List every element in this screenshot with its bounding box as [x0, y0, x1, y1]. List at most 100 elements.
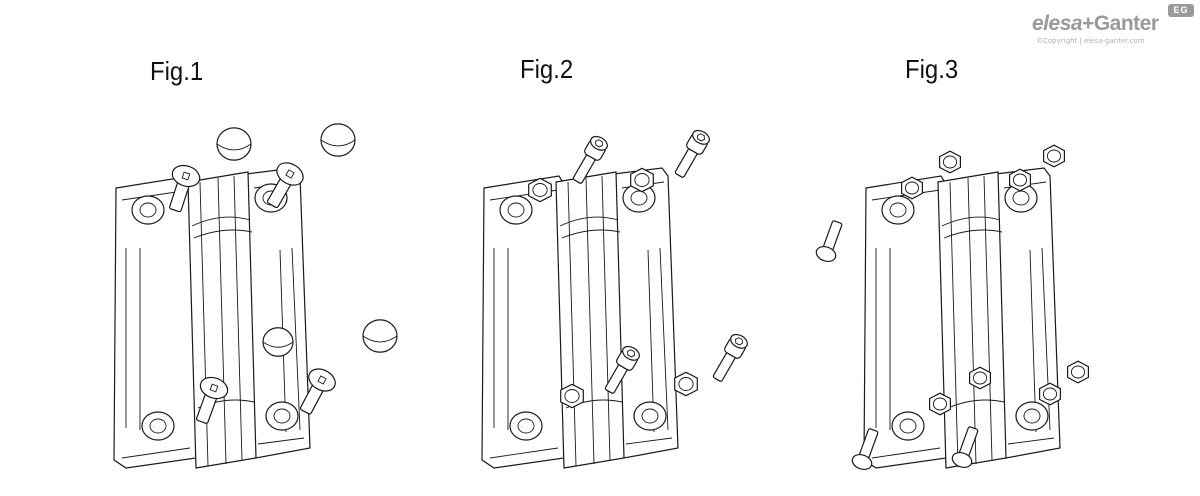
hex-nut-bore [533, 184, 547, 197]
hinge-mounting-boss [892, 412, 924, 440]
screw-head-top [588, 134, 610, 153]
hinge-body [864, 168, 1060, 468]
hex-nut [631, 168, 654, 191]
hex-nut-bore [1043, 388, 1056, 400]
brand-logo: elesa+Ganter EG ©Copyright | elesa-gante… [1030, 4, 1196, 48]
socket-head-screw [671, 128, 712, 180]
hex-nut [561, 384, 584, 407]
hex-nut [529, 178, 552, 201]
screw-hex-socket [734, 337, 744, 346]
cover-cap [363, 320, 397, 352]
cover-cap-edge [263, 342, 293, 347]
cover-cap-edge [217, 144, 251, 150]
screw-head [273, 158, 307, 189]
hinge-mounting-hole [642, 409, 658, 423]
socket-head-screw [709, 332, 750, 384]
screw-head [305, 365, 339, 396]
hinge-mounting-hole [900, 419, 916, 433]
screw-hex-socket [696, 133, 706, 142]
hinge-left-leaf-edge [122, 190, 190, 458]
hinge-body [482, 168, 678, 468]
figure-3-label: Fig.3 [905, 54, 959, 84]
hinge-barrel-lines [942, 176, 1004, 466]
hinge-mounting-boss [882, 196, 914, 224]
brand-name-ganter: Ganter [1093, 12, 1159, 35]
hex-nut [902, 177, 923, 199]
screw-head [170, 162, 203, 190]
hinge-mounting-hole [631, 191, 647, 205]
hex-nut-bore [1013, 174, 1026, 186]
figure-3-hinge-with-nuts [814, 145, 1088, 472]
hex-nut-bore [905, 182, 918, 194]
screw-socket [318, 376, 326, 384]
hinge-mounting-boss [500, 196, 532, 224]
hex-nut [1044, 145, 1065, 167]
bolt-head [850, 452, 874, 472]
hex-nut-bore [679, 378, 693, 391]
hinge-mounting-hole [1024, 409, 1040, 423]
hex-nut-bore [1071, 366, 1084, 378]
hinge-mounting-hole [508, 203, 524, 217]
bolt-head [950, 450, 974, 470]
stud-bolt [950, 425, 983, 470]
hinge-mounting-hole [274, 409, 290, 423]
screw-head-top [728, 332, 750, 351]
hinge-mounting-hole [1013, 191, 1029, 205]
bolt-head [814, 244, 838, 264]
screw-head-top [690, 128, 712, 147]
hex-nut [970, 367, 991, 389]
hinge-mounting-boss [510, 412, 542, 440]
figure-1-hinge-with-caps [114, 124, 397, 468]
hinge-mounting-boss [1016, 402, 1048, 430]
brand-plus: + [1082, 12, 1094, 35]
hex-nut-bore [1047, 150, 1060, 162]
hinge-mounting-boss [142, 412, 174, 440]
cover-cap [321, 124, 355, 156]
screw-head [197, 374, 230, 402]
brand-wordmark: elesa+Ganter [1032, 12, 1159, 36]
hex-nut-bore [635, 174, 649, 187]
screw-head-top [620, 344, 642, 363]
brand-copyright: ©Copyright | elesa-ganter.com [1036, 37, 1145, 45]
countersunk-screw [293, 365, 339, 419]
hinge-left-leaf-edge [490, 190, 558, 458]
screw-hex-socket [626, 349, 636, 358]
hinge-mounting-hole [150, 419, 166, 433]
cover-cap-edge [321, 140, 355, 146]
hex-nut [1010, 169, 1031, 191]
countersunk-screw [162, 162, 203, 214]
screw-socket [182, 172, 190, 180]
hinge-mounting-hole [140, 203, 156, 217]
brand-badge: EG [1168, 4, 1194, 17]
socket-head-screw [569, 134, 610, 186]
hex-nut [930, 393, 951, 415]
hinge-body [114, 168, 310, 468]
hinge-mounting-boss [634, 402, 666, 430]
hinge-barrel-lines [560, 176, 622, 466]
countersunk-screw [260, 158, 307, 212]
cover-cap [263, 328, 293, 357]
hex-nut [675, 372, 698, 395]
hinge-mounting-boss [132, 196, 164, 224]
screw-socket [210, 384, 218, 392]
brand-name-elesa: elesa [1032, 12, 1083, 35]
hex-nut [1068, 361, 1089, 383]
hinge-mounting-hole [518, 419, 534, 433]
hex-nut [1040, 383, 1061, 405]
countersunk-screw [189, 374, 231, 427]
hinge-barrel-lines [192, 176, 254, 466]
screw-hex-socket [594, 139, 604, 148]
stud-bolt [850, 427, 883, 472]
hinge-mounting-boss [266, 402, 298, 430]
cover-cap-edge [363, 336, 397, 342]
stud-bolt [814, 219, 847, 264]
hex-nut [940, 151, 961, 173]
hinge-mounting-hole [890, 203, 906, 217]
hex-nut-bore [565, 390, 579, 403]
figure-2-hinge-with-socket-screws [482, 128, 750, 468]
hex-nut-bore [933, 398, 946, 410]
hex-nut-bore [973, 372, 986, 384]
socket-head-screw [601, 344, 642, 396]
cover-cap [217, 128, 251, 160]
